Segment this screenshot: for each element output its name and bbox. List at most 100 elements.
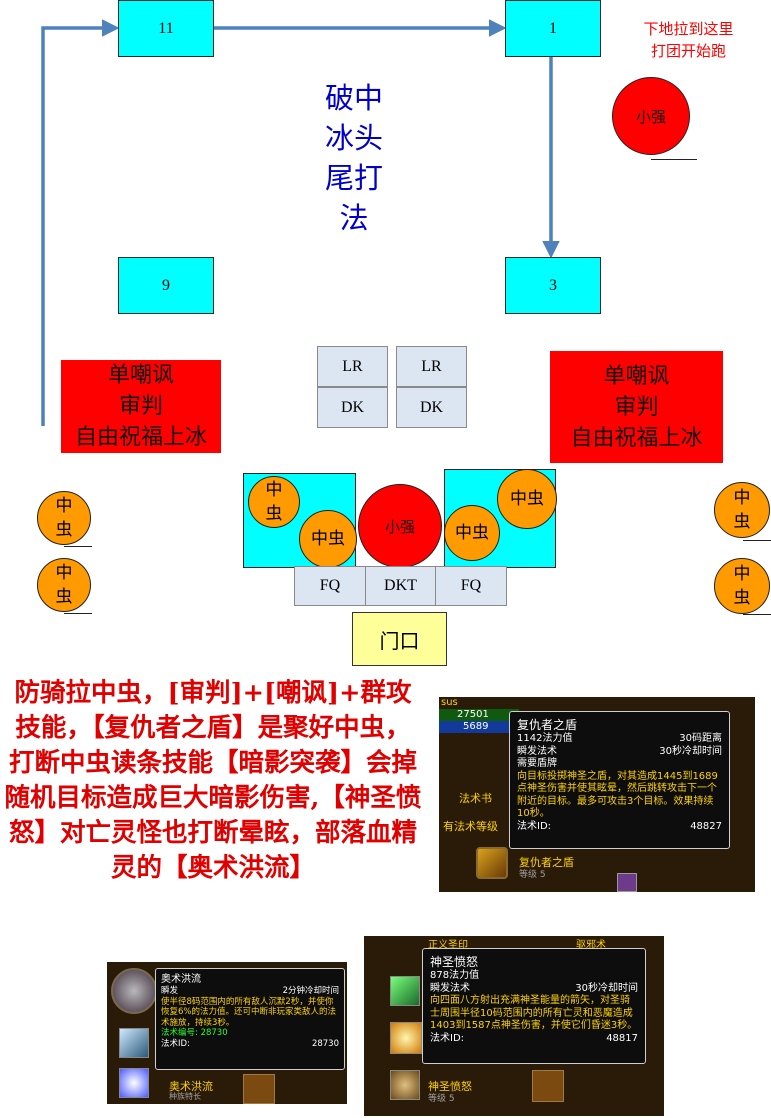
role-fq-2: FQ	[435, 566, 507, 606]
boss-circle-top: 小强	[612, 77, 690, 155]
door-box: 门口	[352, 612, 447, 666]
tooltip-code: 法术编号: 28730	[161, 1028, 339, 1039]
role-dk-2: DK	[396, 387, 467, 428]
red-right-line-2: 审判	[614, 394, 659, 420]
tooltip-row-cost: 1142法力值 30码距离	[517, 733, 722, 746]
role-lr-1: LR	[317, 346, 388, 387]
health-bar	[439, 709, 519, 721]
tooltip-row-id: 法术ID: 48827	[517, 821, 722, 834]
tooltip-id-label: 法术ID:	[430, 1032, 465, 1044]
tooltip-cooldown: 30秒冷却时间	[659, 745, 722, 757]
position-9: 9	[118, 257, 214, 314]
boss-underline-top	[651, 159, 697, 160]
tooltip-code-label: 法术编号:	[161, 1028, 198, 1038]
red-box-left: 单嘲讽 审判 自由祝福上冰	[61, 360, 221, 453]
tooltip-row-id: 法术ID: 28730	[161, 1039, 339, 1050]
tooltip-desc: 向四面八方射出充满神圣能量的箭矢，对圣骑士周围半径10码范围内的所有亡灵和恶魔造…	[430, 995, 638, 1031]
worm-left-1-underline	[64, 546, 92, 547]
avengers-shield-icon	[476, 847, 508, 879]
next-icon	[617, 873, 637, 892]
spell-rank-label: 等级 5	[428, 1094, 455, 1104]
role-fq-1: FQ	[294, 566, 366, 606]
health-value: 27501	[457, 709, 489, 720]
empty-slot	[243, 1074, 275, 1104]
tooltip-cast: 瞬发	[161, 986, 179, 996]
red-right-line-3: 自由祝福上冰	[570, 425, 703, 451]
spell-level-label: 有法术等级	[443, 820, 498, 833]
tooltip-title: 神圣愤怒	[430, 955, 479, 969]
tooltip-title: 复仇者之盾	[517, 718, 578, 732]
red-right-line-1: 单嘲讽	[603, 363, 670, 389]
tooltip-cooldown: 30秒冷却时间	[575, 982, 638, 994]
tooltip-id-label: 法术ID:	[161, 1038, 190, 1049]
worm-group-right-2: 中虫	[444, 505, 500, 561]
tooltip-arcane-torrent: 奥术洪流 瞬发 2分钟冷却时间 使半径8码范围内的所有敌人沉默2秒，并使你恢复6%…	[155, 968, 345, 1070]
red-left-line-1: 单嘲讽	[107, 363, 174, 388]
tooltip-id-value: 48827	[690, 820, 722, 832]
red-left-line-2: 审判	[118, 394, 163, 419]
role-dk-1: DK	[317, 387, 388, 428]
worm-right-1-underline	[743, 540, 771, 541]
worm-group-right-1: 中虫	[497, 469, 557, 529]
worm-group-left-2: 中虫	[299, 510, 357, 568]
tooltip-cast: 瞬发法术	[430, 982, 470, 994]
spell-name-label: 神圣愤怒	[428, 1080, 472, 1093]
spell-name-label: 复仇者之盾	[519, 856, 574, 869]
tooltip-mana: 1142法力值	[517, 733, 573, 744]
tooltip-desc: 向目标投掷神圣之盾，对其造成1445到1689点神圣伤害并使其眩晕，然后跳转攻击…	[517, 770, 718, 820]
spell-name-label: 奥术洪流	[169, 1080, 213, 1093]
tooltip-id-label: 法术ID:	[517, 820, 552, 832]
spell-slot-icon-1	[119, 1028, 149, 1058]
tooltip-code-value: 28730	[200, 1028, 228, 1038]
role-dkt: DKT	[365, 566, 436, 606]
worm-right-1: 中虫	[714, 482, 770, 538]
tooltip-req: 需要盾牌	[517, 758, 557, 769]
worm-right-2: 中虫	[714, 558, 770, 614]
tooltip-desc: 使半径8码范围内的所有敌人沉默2秒，并使你恢复6%的法力值。还可中断非玩家类敌人…	[161, 996, 336, 1028]
position-1: 1	[505, 0, 601, 57]
strategy-text: 防骑拉中虫，[审判]+[嘲讽]+群攻技能，【复仇者之盾】是聚好中虫，打断中虫读条…	[4, 678, 422, 883]
red-box-right: 单嘲讽 审判 自由祝福上冰	[550, 351, 723, 463]
path-arrows	[41, 19, 560, 426]
arcane-torrent-icon	[111, 968, 157, 1014]
top-spell-left: 正义圣印	[428, 940, 468, 951]
worm-left-1: 中虫	[37, 491, 91, 545]
spell-rank-label: 等级 5	[519, 870, 546, 880]
unit-name: sus	[441, 697, 458, 708]
tooltip-id-value: 48817	[606, 1032, 638, 1044]
top-spell-right: 驱邪术	[576, 940, 606, 951]
red-left-line-3: 自由祝福上冰	[74, 425, 207, 450]
mana-bar	[439, 721, 519, 733]
tooltip-title: 奥术洪流	[161, 974, 201, 985]
worm-group-left-1: 中虫	[248, 476, 300, 528]
tooltip-row-cast: 瞬发法术 30秒冷却时间	[430, 983, 638, 996]
tooltip-cast: 瞬发法术	[517, 745, 557, 757]
top-note-line-1: 下地拉到这里	[643, 20, 734, 38]
top-note-line-2: 打团开始跑	[650, 42, 726, 60]
tooltip-avengers-shield: 复仇者之盾 1142法力值 30码距离 瞬发法术 30秒冷却时间 需要盾牌 向目标投…	[509, 711, 730, 849]
mana-value: 5689	[463, 721, 489, 732]
screenshot-avengers-shield: sus 27501 5689 法术书 有法术等级 复仇者之盾 等级 5 复仇者之…	[439, 697, 755, 892]
tooltip-row-id: 法术ID: 48817	[430, 1033, 638, 1046]
spell-slot-icon-2	[119, 1068, 149, 1098]
worm-left-2-underline	[64, 613, 92, 614]
tooltip-cooldown: 2分钟冷却时间	[282, 986, 339, 996]
tooltip-range: 30码距离	[679, 733, 722, 744]
spellbook-tab: 法术书	[459, 792, 492, 805]
boss-circle-center: 小强	[358, 484, 442, 568]
worm-left-2: 中虫	[37, 558, 91, 612]
spell-slot-icon-1	[390, 976, 420, 1006]
top-note: 下地拉到这里 打团开始跑	[626, 18, 751, 62]
position-3: 3	[505, 257, 601, 314]
spell-slot-icon-3	[390, 1070, 420, 1100]
arrow-left-to-11	[41, 19, 120, 426]
tooltip-id-value: 28730	[311, 1038, 339, 1049]
role-lr-2: LR	[396, 346, 467, 387]
holy-wrath-icon	[390, 1022, 422, 1054]
empty-slot	[532, 1070, 564, 1102]
position-11: 11	[118, 0, 214, 57]
main-title: 破中冰头尾打法	[324, 81, 383, 235]
